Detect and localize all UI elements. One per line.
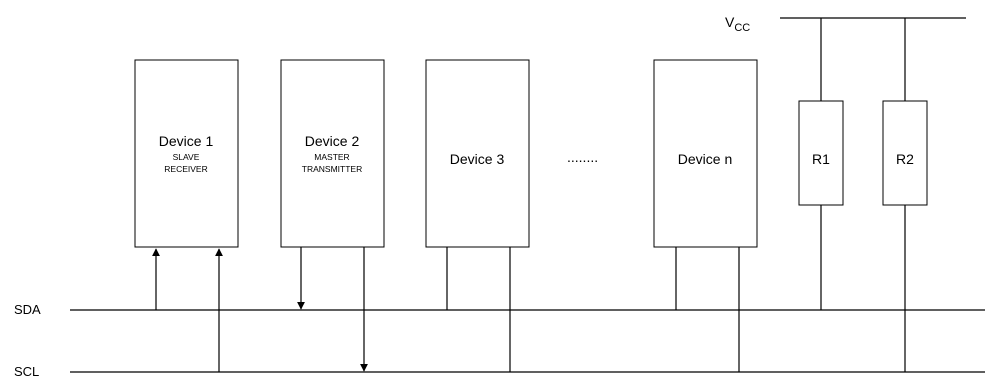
scl-label: SCL <box>14 364 39 377</box>
r1-label: R1 <box>812 151 830 167</box>
r2-label: R2 <box>896 151 914 167</box>
device-2-box <box>280 59 385 248</box>
device-2-role-2: TRANSMITTER <box>302 164 362 174</box>
device-1-box <box>134 59 239 248</box>
sda-label: SDA <box>14 302 41 317</box>
device-1-name: Device 1 <box>159 133 214 149</box>
device-1-role-2: RECEIVER <box>164 164 207 174</box>
more-devices-ellipsis: ........ <box>567 149 598 165</box>
device-n-box <box>653 59 758 248</box>
device-2-role-1: MASTER <box>314 152 349 162</box>
device-2-name: Device 2 <box>305 133 360 149</box>
device-1-role-1: SLAVE <box>173 152 200 162</box>
r2-resistor <box>882 100 928 206</box>
device-n-name: Device n <box>678 151 732 167</box>
device-3-box <box>425 59 530 248</box>
device-3-name: Device 3 <box>450 151 505 167</box>
vcc-label: VCC <box>725 14 750 34</box>
